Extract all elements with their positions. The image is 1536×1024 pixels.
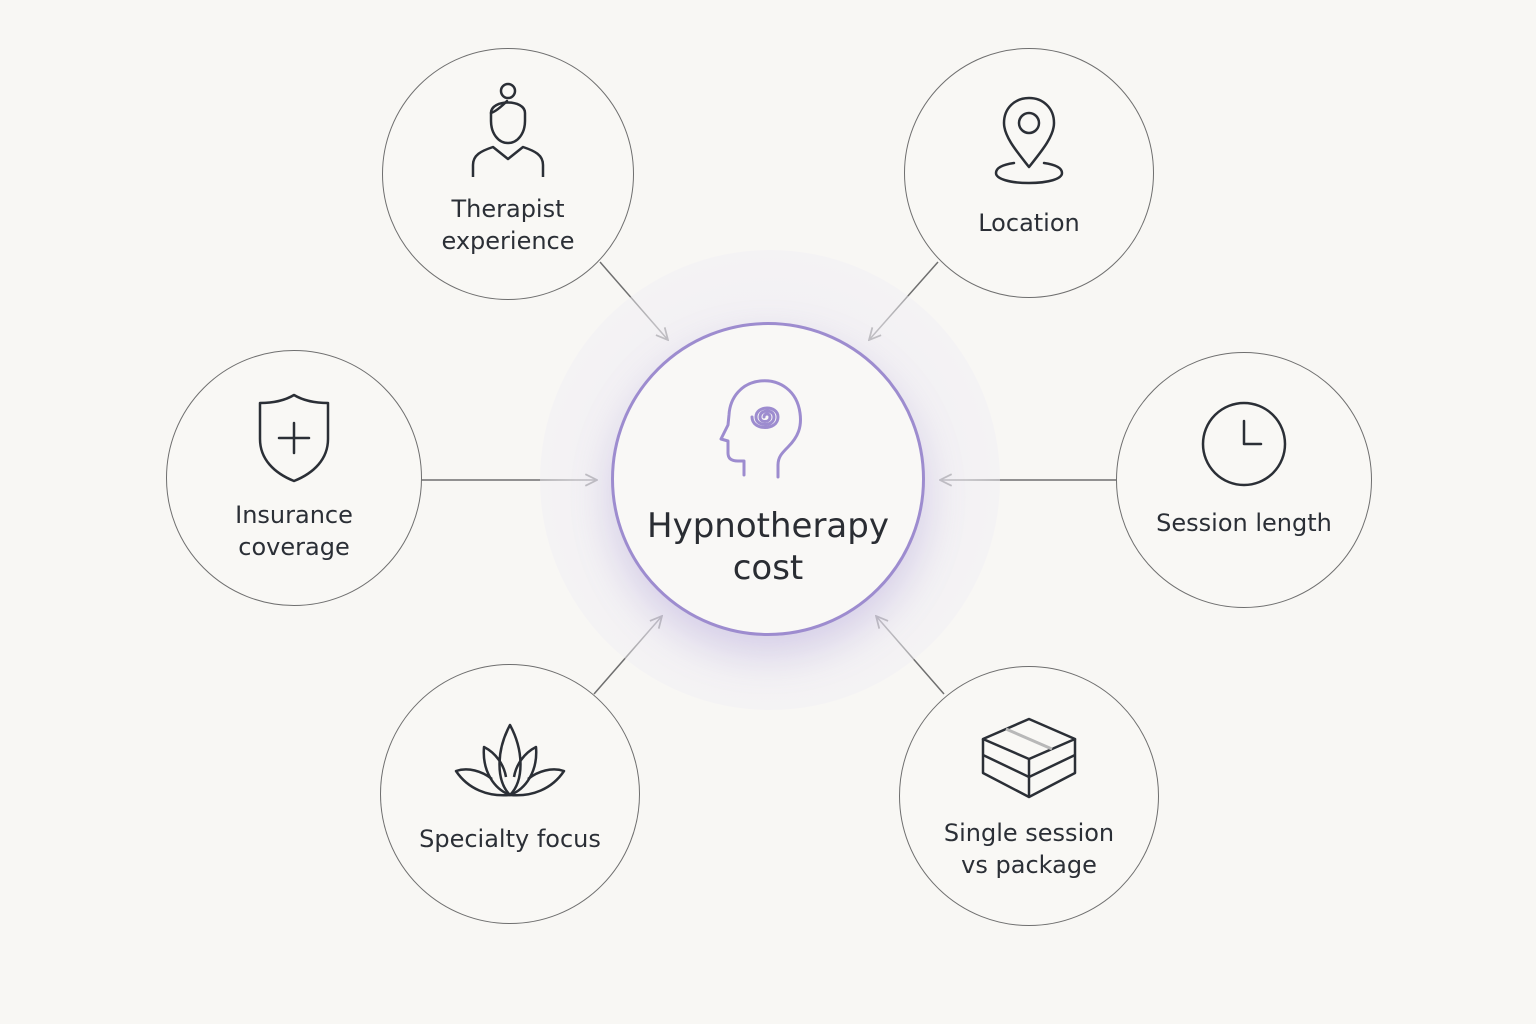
factor-specialty-focus: Specialty focus: [380, 664, 640, 924]
factor-label: Session length: [1156, 509, 1332, 537]
factor-label: Specialty focus: [419, 825, 601, 853]
factor-location: Location: [904, 48, 1154, 298]
factor-label: Insurance coverage: [235, 501, 353, 561]
clock-icon: [1201, 401, 1287, 487]
map-pin-icon: [994, 96, 1064, 185]
lotus-icon: [454, 723, 566, 797]
factor-therapist-experience: Therapist experience: [382, 48, 634, 300]
factor-label: Therapist experience: [441, 195, 575, 255]
factor-label: Location: [978, 209, 1080, 237]
head-spiral-icon: [719, 379, 802, 479]
therapist-icon: [471, 82, 545, 177]
factor-label: Single session vs package: [943, 819, 1115, 879]
factor-insurance-coverage: Insurance coverage: [166, 350, 422, 606]
center-title: Hypnotherapy cost: [647, 506, 889, 588]
shield-plus-icon: [258, 393, 330, 483]
factor-single-session-vs-package: Single session vs package: [899, 666, 1159, 926]
package-box-icon: [981, 717, 1077, 799]
center-node: Hypnotherapy cost: [611, 322, 925, 636]
factor-session-length: Session length: [1116, 352, 1372, 608]
